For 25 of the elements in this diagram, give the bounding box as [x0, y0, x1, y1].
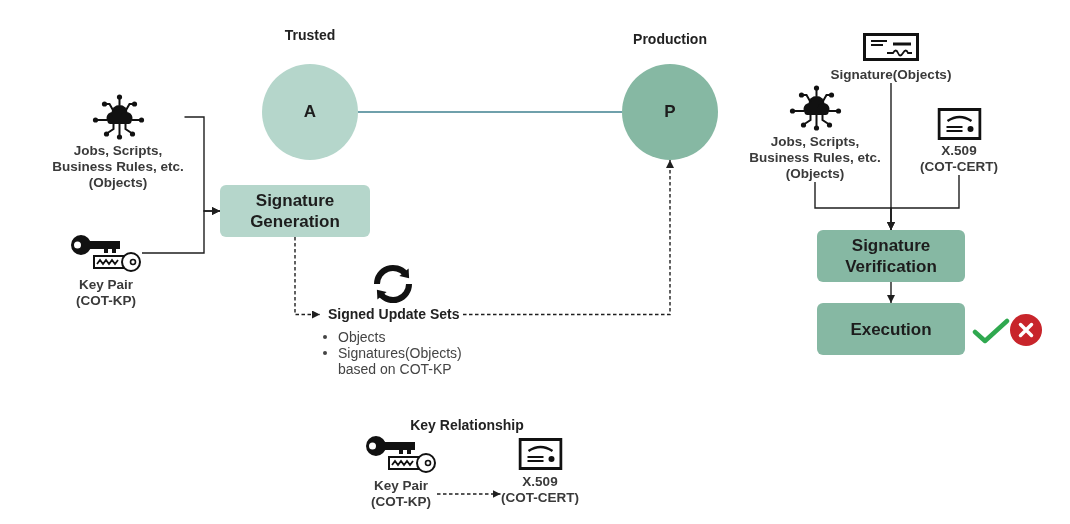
node-label: Key Pair (COT-KP) [75, 277, 137, 309]
list-heading: Signed Update Sets [328, 306, 460, 323]
section-heading: Key Relationship [410, 417, 524, 434]
node-label: Signature(Objects) [830, 67, 952, 83]
heading-text: Production [633, 31, 707, 48]
node-label: Jobs, Scripts, Business Rules, etc. (Objects) [748, 134, 882, 182]
connector-line [357, 111, 623, 113]
arrow [141, 207, 221, 254]
bullet-item: Signatures(Objects) based on COT-KP [320, 345, 463, 377]
process-box: Signature Verification [817, 230, 965, 282]
arrow [887, 281, 895, 304]
dashed-arrow [462, 159, 674, 316]
dashed-arrow [436, 490, 502, 498]
node-label: Jobs, Scripts, Business Rules, etc. (Objects) [51, 143, 185, 191]
environment-circle: P [622, 64, 718, 160]
node-label: X.509 (COT-CERT) [919, 143, 999, 175]
heading-text: Trusted [284, 27, 336, 44]
process-box: Signature Generation [220, 185, 370, 237]
bullet-item: Objects [320, 329, 387, 345]
node-label: X.509 (COT-CERT) [500, 474, 580, 506]
arrow [887, 174, 960, 231]
environment-circle: A [262, 64, 358, 160]
process-box: Execution [817, 303, 965, 355]
node-label: Key Pair (COT-KP) [370, 478, 432, 510]
dashed-arrow [294, 236, 321, 319]
